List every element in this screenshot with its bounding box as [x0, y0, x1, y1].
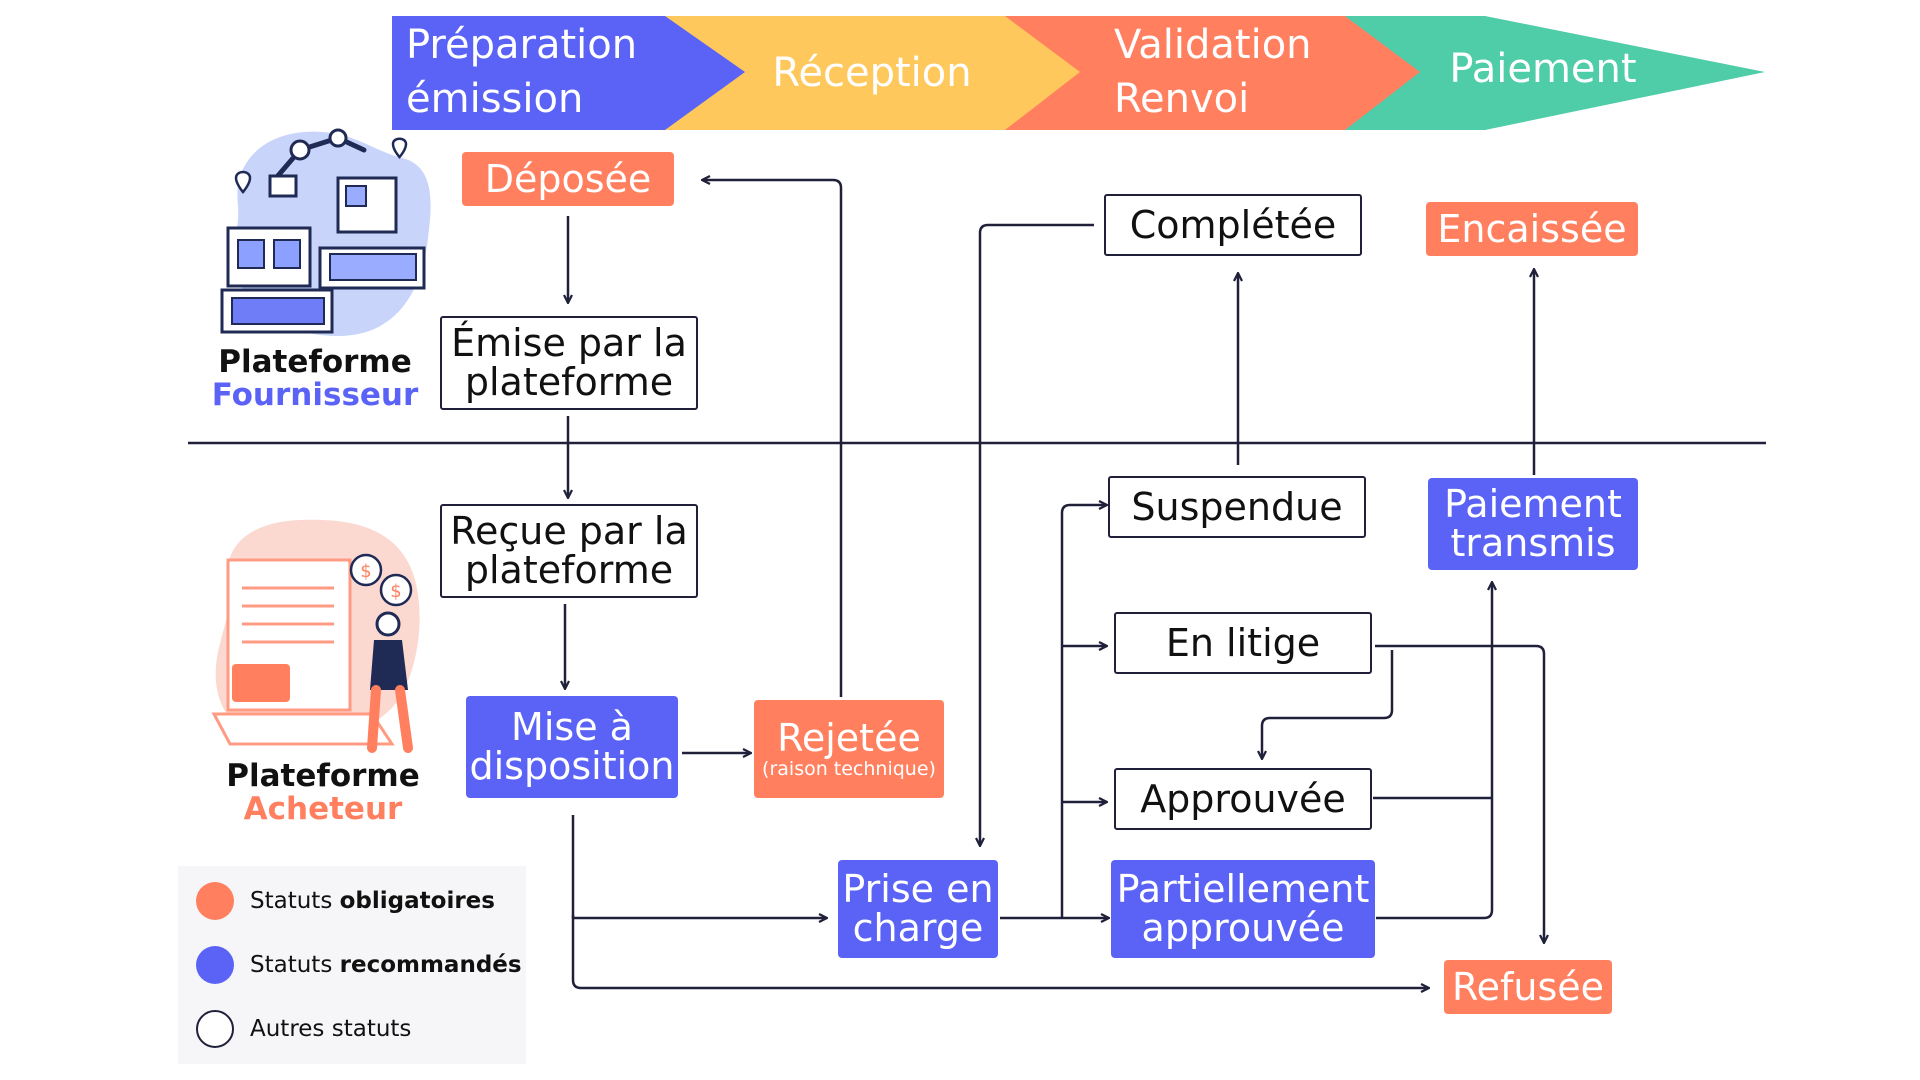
phase-4-label: Paiement — [1449, 46, 1636, 92]
supplier-box-icon — [273, 239, 301, 269]
status-completee-label: Complétée — [1129, 202, 1337, 247]
robot-arm-base-icon — [268, 174, 298, 198]
arrow-litige-to-refusee — [1375, 644, 1544, 942]
status-recue-line2: plateforme — [464, 548, 674, 592]
coin-icon-symbol: $ — [360, 561, 371, 582]
phase-1-line2: émission — [406, 76, 583, 122]
phase-chevron-2 — [1005, 16, 1420, 130]
status-encaissee: Encaissée — [1426, 202, 1638, 256]
robot-arm-icon — [273, 135, 367, 181]
legend-item-mandatory: Statuts obligatoires — [196, 882, 495, 920]
status-partielle-line2: approuvée — [1141, 906, 1345, 950]
status-recue: Reçue par la plateforme — [440, 504, 698, 598]
supplier-platform-line1: Plateforme — [218, 344, 412, 380]
buyer-platform-line1: Plateforme — [226, 758, 420, 794]
status-en-litige: En litige — [1114, 612, 1372, 674]
legend-label-other: Autres statuts — [250, 1016, 412, 1042]
status-mise-line2: disposition — [469, 744, 675, 788]
person-legs-icon — [367, 685, 413, 753]
supplier-platform-label: Plateforme Fournisseur — [200, 346, 430, 411]
arrow-rejetee-to-deposee — [703, 180, 843, 697]
status-prise-line2: charge — [852, 906, 984, 950]
status-approuvee: Approuvée — [1114, 768, 1372, 830]
status-paiement-line1: Paiement — [1444, 482, 1622, 527]
location-pin-icon — [391, 137, 408, 159]
coin-icon-symbol: $ — [390, 581, 401, 602]
status-partiellement-approuvee: Partiellement approuvée — [1111, 860, 1375, 958]
supplier-platform-line2: Fournisseur — [211, 376, 419, 413]
buyer-platform-line2: Acheteur — [243, 790, 403, 827]
phase-chevron-3 — [665, 16, 1080, 130]
status-encaissee-label: Encaissée — [1437, 206, 1627, 251]
status-suspendue: Suspendue — [1108, 476, 1366, 538]
arrow-mise-to-prise — [571, 815, 826, 918]
connectors — [565, 180, 1544, 988]
status-mise-line1: Mise à — [511, 705, 633, 750]
arrow-partielle-to-paiement — [1376, 583, 1492, 920]
status-rejetee-label: Rejetée — [777, 715, 921, 760]
status-prise-line1: Prise en — [842, 867, 994, 912]
status-deposee-label: Déposée — [484, 156, 652, 201]
legend-label-mandatory: Statuts obligatoires — [250, 888, 495, 914]
robot-arm-joint-icon — [289, 139, 311, 161]
status-emise-line2: plateforme — [464, 360, 674, 404]
status-partielle-line1: Partiellement — [1116, 867, 1370, 912]
status-rejetee: Rejetée (raison technique) — [754, 700, 944, 798]
credit-card-icon — [232, 664, 290, 702]
supplier-box-icon — [237, 239, 265, 269]
status-rejetee-reason: (raison technique) — [762, 757, 936, 780]
phase-chevron-4 — [392, 16, 745, 130]
legend-dot-other — [196, 1010, 234, 1048]
status-mise-a-disposition: Mise à disposition — [466, 696, 678, 798]
phase-chevron-1 — [1345, 16, 1765, 130]
status-recue-line1: Reçue par la — [450, 509, 688, 554]
legend: Statuts obligatoires Statuts recommandés… — [178, 866, 526, 1064]
phase-banner: Préparation émission Réception Validatio… — [392, 16, 1765, 130]
supplier-platform-illustration — [220, 128, 431, 336]
legend-label-recommended: Statuts recommandés — [250, 952, 522, 978]
coin-icon — [379, 573, 413, 607]
phase-1-line1: Préparation — [406, 22, 637, 68]
status-paiement-line2: transmis — [1450, 521, 1616, 565]
arrow-prise-to-branches — [1060, 505, 1106, 918]
robot-arm-joint-icon — [328, 128, 348, 148]
person-head-icon — [375, 611, 401, 637]
phase-3-line2: Renvoi — [1114, 76, 1249, 122]
phase-3-line1: Validation — [1114, 22, 1312, 68]
person-body-icon — [370, 640, 408, 690]
legend-item-recommended: Statuts recommandés — [196, 946, 522, 984]
status-approuvee-label: Approuvée — [1140, 776, 1346, 821]
supplier-box-icon — [345, 185, 367, 207]
status-paiement-transmis: Paiement transmis — [1428, 478, 1638, 570]
status-litige-label: En litige — [1165, 620, 1321, 665]
phase-2-label: Réception — [772, 50, 971, 96]
buyer-platform-label: Plateforme Acheteur — [208, 760, 438, 825]
coin-icon — [349, 553, 383, 587]
arrow-mise-to-refusee — [571, 915, 1428, 988]
status-prise-en-charge: Prise en charge — [838, 860, 998, 958]
status-deposee: Déposée — [462, 152, 674, 206]
legend-item-other: Autres statuts — [196, 1010, 411, 1048]
arrow-completee-to-prise — [980, 223, 1094, 845]
status-emise-line1: Émise par la — [451, 321, 687, 366]
supplier-box-icon — [329, 253, 417, 281]
status-completee: Complétée — [1104, 194, 1362, 256]
status-refusee: Refusée — [1444, 960, 1612, 1014]
buyer-platform-illustration: $ $ — [211, 519, 420, 753]
location-pin-icon — [234, 170, 252, 194]
arrow-litige-to-approuvee — [1262, 650, 1394, 758]
status-suspendue-label: Suspendue — [1131, 484, 1343, 529]
legend-dot-mandatory — [196, 882, 234, 920]
legend-dot-recommended — [196, 946, 234, 984]
status-refusee-label: Refusée — [1451, 964, 1605, 1009]
laptop-base-icon — [211, 712, 395, 746]
status-emise: Émise par la plateforme — [440, 316, 698, 410]
supplier-box-icon — [231, 297, 325, 325]
